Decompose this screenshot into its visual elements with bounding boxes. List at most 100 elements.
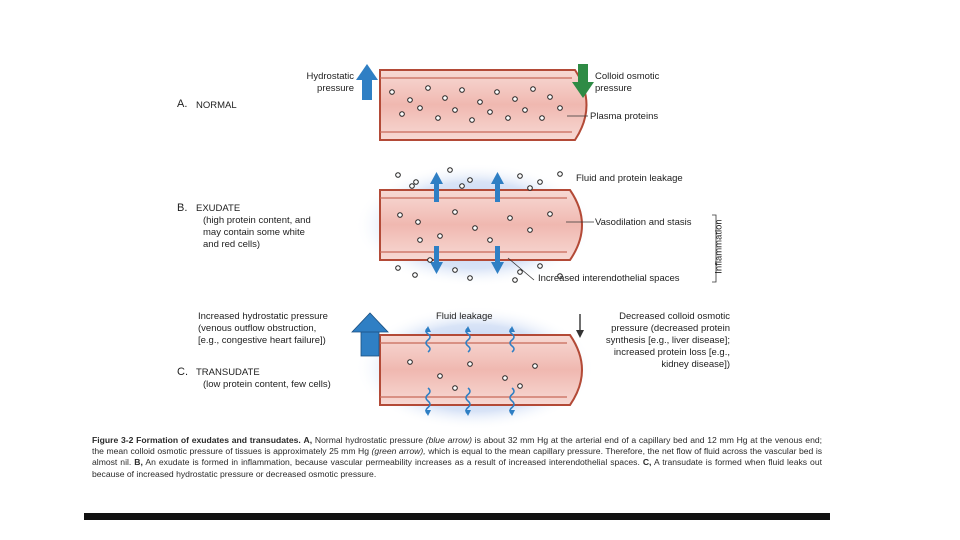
panel-a-title: NORMAL <box>196 100 237 111</box>
protein-dot <box>413 179 419 185</box>
protein-dot <box>527 227 533 233</box>
panel-b-letter: B. <box>177 202 188 214</box>
protein-dot <box>407 359 413 365</box>
protein-dot <box>502 375 508 381</box>
decreased-osmotic-arrow-c <box>576 314 584 338</box>
panel-c-title: TRANSUDATE <box>196 367 260 378</box>
protein-leakage-label: Fluid and protein leakage <box>576 173 683 184</box>
vasodilation-label: Vasodilation and stasis <box>595 217 692 228</box>
protein-dot <box>505 115 511 121</box>
protein-dot <box>437 373 443 379</box>
caption-text-5: A transudate is formed when fluid leaks … <box>92 457 823 479</box>
protein-dot <box>517 383 523 389</box>
decreased-osmotic-l2: pressure (decreased protein <box>611 323 730 334</box>
protein-dot <box>467 177 473 183</box>
caption-text-1: Normal hydrostatic pressure <box>314 435 424 445</box>
vessel-normal <box>379 69 588 141</box>
protein-dot <box>447 167 453 173</box>
protein-dot <box>415 219 421 225</box>
protein-dot <box>557 105 563 111</box>
plasma-proteins-label: Plasma proteins <box>590 111 659 122</box>
panel-b-title: EXUDATE <box>196 203 241 214</box>
protein-dot <box>477 99 483 105</box>
interendothelial-label: Increased interendothelial spaces <box>538 273 680 284</box>
wavy-arrow-head <box>509 410 515 416</box>
hydrostatic-arrow-c <box>351 312 389 357</box>
hydrostatic-arrow-a <box>356 64 378 100</box>
protein-dot <box>442 95 448 101</box>
protein-dot <box>452 385 458 391</box>
fluid-leak-wavy-arrows-c <box>425 326 515 416</box>
figure-caption: Figure 3-2 Formation of exudates and tra… <box>92 435 822 480</box>
increased-hydrostatic-l3: [e.g., congestive heart failure]) <box>198 335 326 346</box>
protein-dot <box>522 107 528 113</box>
colloid-label-l2: pressure <box>595 83 632 94</box>
protein-dot <box>395 172 401 178</box>
protein-dot <box>459 183 465 189</box>
wavy-arrow-head <box>425 410 431 416</box>
protein-dot <box>512 277 518 283</box>
protein-dot <box>435 115 441 121</box>
protein-dot <box>494 89 500 95</box>
protein-dot <box>539 115 545 121</box>
protein-dots-b <box>395 167 563 283</box>
hydrostatic-label-l2: pressure <box>317 83 354 94</box>
caption-text-4: An exudate is formed in inflammation, be… <box>145 457 640 468</box>
wavy-arrow-head <box>425 326 431 332</box>
decreased-osmotic-l5: kidney disease]) <box>661 359 730 370</box>
caption-text-3: which is equal to the mean capillary pre… <box>92 446 823 468</box>
protein-dot <box>537 263 543 269</box>
protein-dot <box>532 363 538 369</box>
wavy-leak-arrow <box>425 327 431 353</box>
protein-dot <box>507 215 513 221</box>
protein-dot <box>557 273 563 279</box>
protein-dot <box>425 85 431 91</box>
wavy-arrow-head <box>465 410 471 416</box>
protein-dot <box>452 107 458 113</box>
inflammation-label: Inflammation <box>713 219 725 274</box>
decreased-osmotic-l4: increased protein loss [e.g., <box>613 347 730 358</box>
protein-dot <box>412 272 418 278</box>
protein-dot <box>487 109 493 115</box>
panel-b-desc-l3: and red cells) <box>203 239 261 250</box>
hydrostatic-label-l1: Hydrostatic <box>306 71 354 82</box>
panel-b-desc-l1: (high protein content, and <box>203 215 311 226</box>
colloid-arrow-a <box>572 64 594 98</box>
protein-dot <box>469 117 475 123</box>
protein-dot <box>517 269 523 275</box>
protein-dot <box>537 179 543 185</box>
protein-dot <box>417 237 423 243</box>
decreased-osmotic-l1: Decreased colloid osmotic <box>619 311 730 322</box>
protein-dot <box>389 89 395 95</box>
panel-a-letter: A. <box>177 98 188 110</box>
protein-dot <box>459 87 465 93</box>
protein-dot <box>557 171 563 177</box>
caption-c-label: C, <box>642 457 652 468</box>
wavy-leak-arrow <box>425 387 431 415</box>
wavy-leak-arrow <box>509 327 515 353</box>
protein-dot <box>407 97 413 103</box>
caption-text-2: is about 32 mm Hg at the arterial end of… <box>92 435 823 457</box>
caption-title: Formation of exudates and transudates. <box>136 435 301 445</box>
protein-dot <box>472 225 478 231</box>
protein-dot <box>397 212 403 218</box>
protein-dots-c <box>407 359 538 391</box>
increased-hydrostatic-l2: (venous outflow obstruction, <box>198 323 317 334</box>
protein-dot <box>527 185 533 191</box>
decreased-osmotic-l3: synthesis [e.g., liver disease]; <box>605 335 730 346</box>
protein-dot <box>467 361 473 367</box>
caption-a-label: A, <box>303 435 313 445</box>
protein-dot <box>409 183 415 189</box>
protein-dot <box>512 96 518 102</box>
protein-dot <box>399 111 405 117</box>
protein-dot <box>417 105 423 111</box>
vessel-exudate <box>379 189 583 261</box>
protein-dot <box>395 265 401 271</box>
protein-dot <box>487 237 493 243</box>
protein-dot <box>530 86 536 92</box>
wavy-leak-arrow <box>465 387 471 415</box>
caption-em-1: (blue arrow) <box>425 435 472 445</box>
caption-b-label: B, <box>134 457 143 468</box>
panel-c-letter: C. <box>177 366 188 378</box>
